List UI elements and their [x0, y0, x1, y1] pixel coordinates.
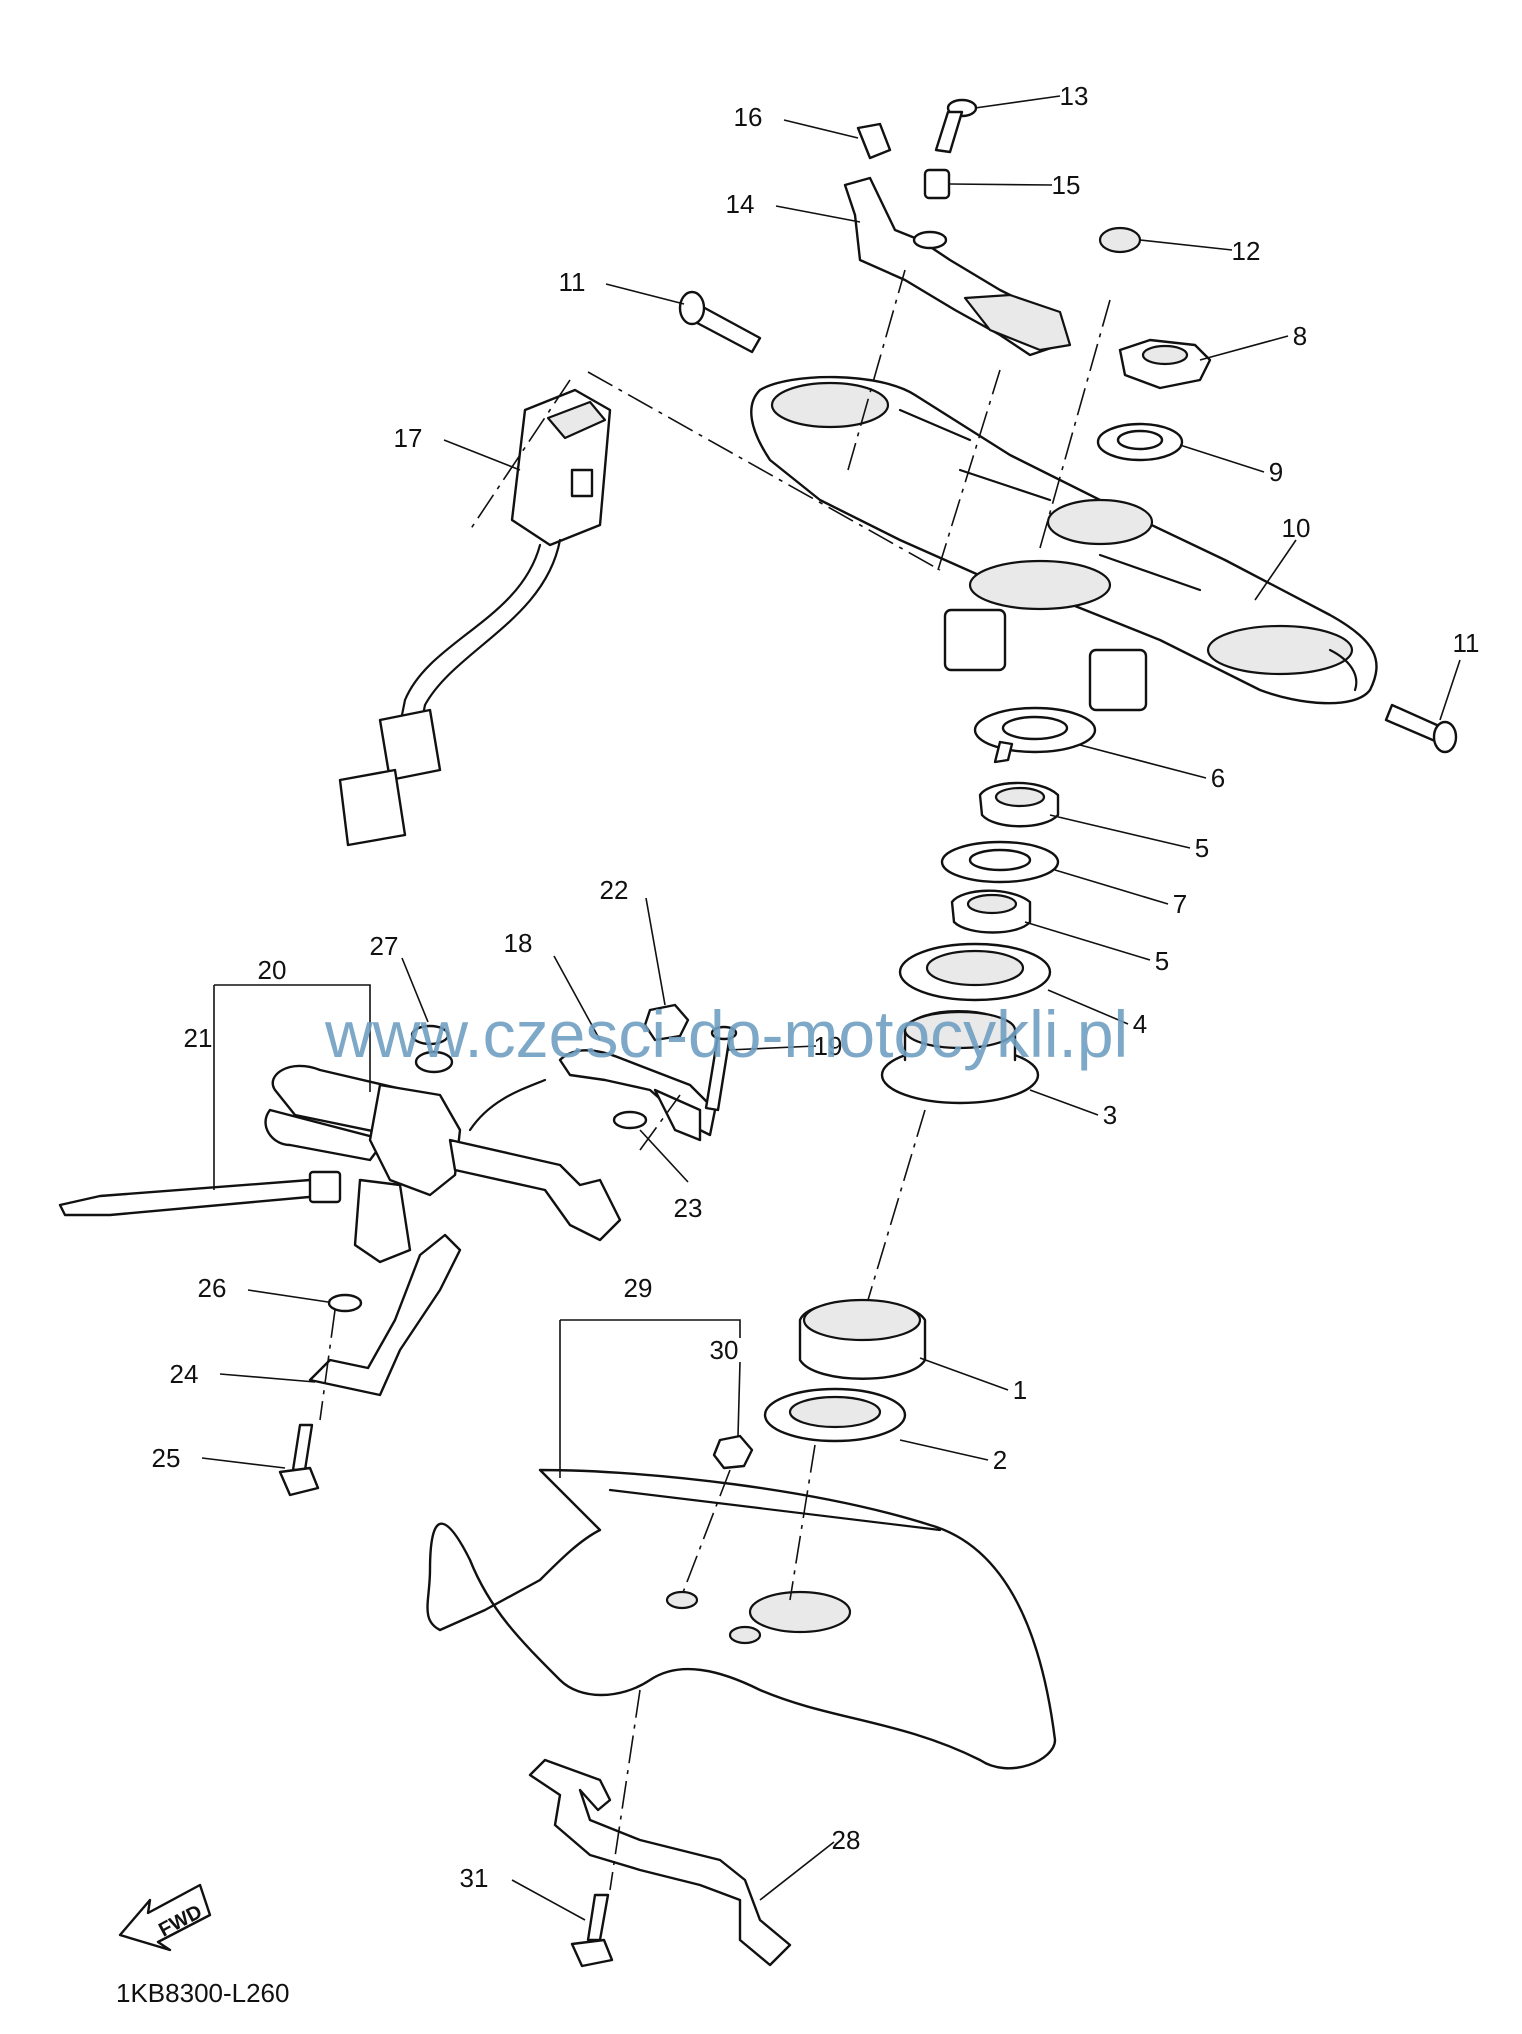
callout-c3: 3 [1103, 1100, 1117, 1130]
callout-c24: 24 [170, 1359, 199, 1389]
cover-29 [426, 1468, 1057, 1770]
stay-28 [528, 1758, 792, 1967]
callout-c22: 22 [600, 875, 629, 905]
callout-c31: 31 [460, 1863, 489, 1893]
washer-7 [940, 840, 1060, 884]
callout-c4: 4 [1133, 1009, 1147, 1039]
callout-c19: 19 [814, 1031, 843, 1061]
bearing-3 [880, 1010, 1040, 1105]
washer-6 [973, 706, 1097, 764]
diagram-code: 1KB8300-L260 [116, 1978, 289, 2008]
callout-c2: 2 [993, 1445, 1007, 1475]
forward-arrow-icon: FWD [118, 1883, 212, 1952]
callout-c1: 1 [1013, 1375, 1027, 1405]
ring-nut-5-lower [950, 889, 1032, 934]
washer-23 [612, 1110, 648, 1130]
bearing-1 [798, 1298, 927, 1380]
callout-labels: 1234556789101111121314151617181920212223… [152, 81, 1480, 1893]
bolt-31 [570, 1893, 614, 1968]
callout-c28: 28 [832, 1825, 861, 1855]
callout-c18: 18 [504, 928, 533, 958]
clip-16 [856, 122, 892, 160]
nut-8 [1118, 338, 1212, 390]
main-switch-17 [338, 388, 612, 847]
washer-27 [410, 1024, 450, 1046]
nut-30 [712, 1434, 754, 1470]
callout-c13: 13 [1060, 81, 1089, 111]
callout-c10: 10 [1282, 513, 1311, 543]
callout-c5a: 5 [1195, 833, 1209, 863]
callout-c9: 9 [1269, 457, 1283, 487]
leader-lines [201, 95, 1461, 1921]
callout-c30: 30 [710, 1335, 739, 1365]
callout-c16: 16 [734, 102, 763, 132]
callout-c21: 21 [184, 1023, 213, 1053]
callout-c12: 12 [1232, 236, 1261, 266]
callout-c11a: 11 [559, 267, 586, 297]
callout-c14: 14 [726, 189, 755, 219]
callout-c6: 6 [1211, 763, 1225, 793]
callout-c26: 26 [198, 1273, 227, 1303]
callout-c25: 25 [152, 1443, 181, 1473]
bolt-11-left [678, 290, 762, 354]
ring-nut-5-upper [978, 781, 1060, 828]
bearing-cover-4 [898, 942, 1052, 1002]
nut-22 [643, 1003, 690, 1042]
callout-c17: 17 [394, 423, 423, 453]
bolt-13 [934, 98, 978, 154]
callout-c29: 29 [624, 1273, 653, 1303]
washer-9 [1096, 422, 1184, 462]
bolt-19 [704, 1025, 738, 1112]
assembly-lines [319, 269, 1111, 1891]
bolt-25 [278, 1423, 320, 1497]
seal-2 [763, 1387, 907, 1443]
callout-c11b: 11 [1453, 628, 1480, 658]
callout-c23: 23 [674, 1193, 703, 1223]
collar-15 [923, 168, 951, 200]
cap-12 [1098, 226, 1142, 254]
callout-c7: 7 [1173, 889, 1187, 919]
callout-c8: 8 [1293, 321, 1307, 351]
washer-26 [327, 1293, 363, 1313]
switch-bracket [843, 176, 1072, 357]
upper-bracket [750, 375, 1378, 712]
bracket-24 [308, 1233, 462, 1397]
watermark-text: www.czesci-do-motocykli.pl [324, 997, 1128, 1071]
callout-c5b: 5 [1155, 946, 1169, 976]
cable-tie-21 [58, 1170, 342, 1217]
bolt-11-right [1384, 703, 1458, 754]
callout-c15: 15 [1052, 170, 1081, 200]
bracket-18 [558, 1049, 717, 1142]
callout-c27: 27 [370, 931, 399, 961]
switch-assembly-20 [264, 1050, 622, 1264]
callout-c20: 20 [258, 955, 287, 985]
